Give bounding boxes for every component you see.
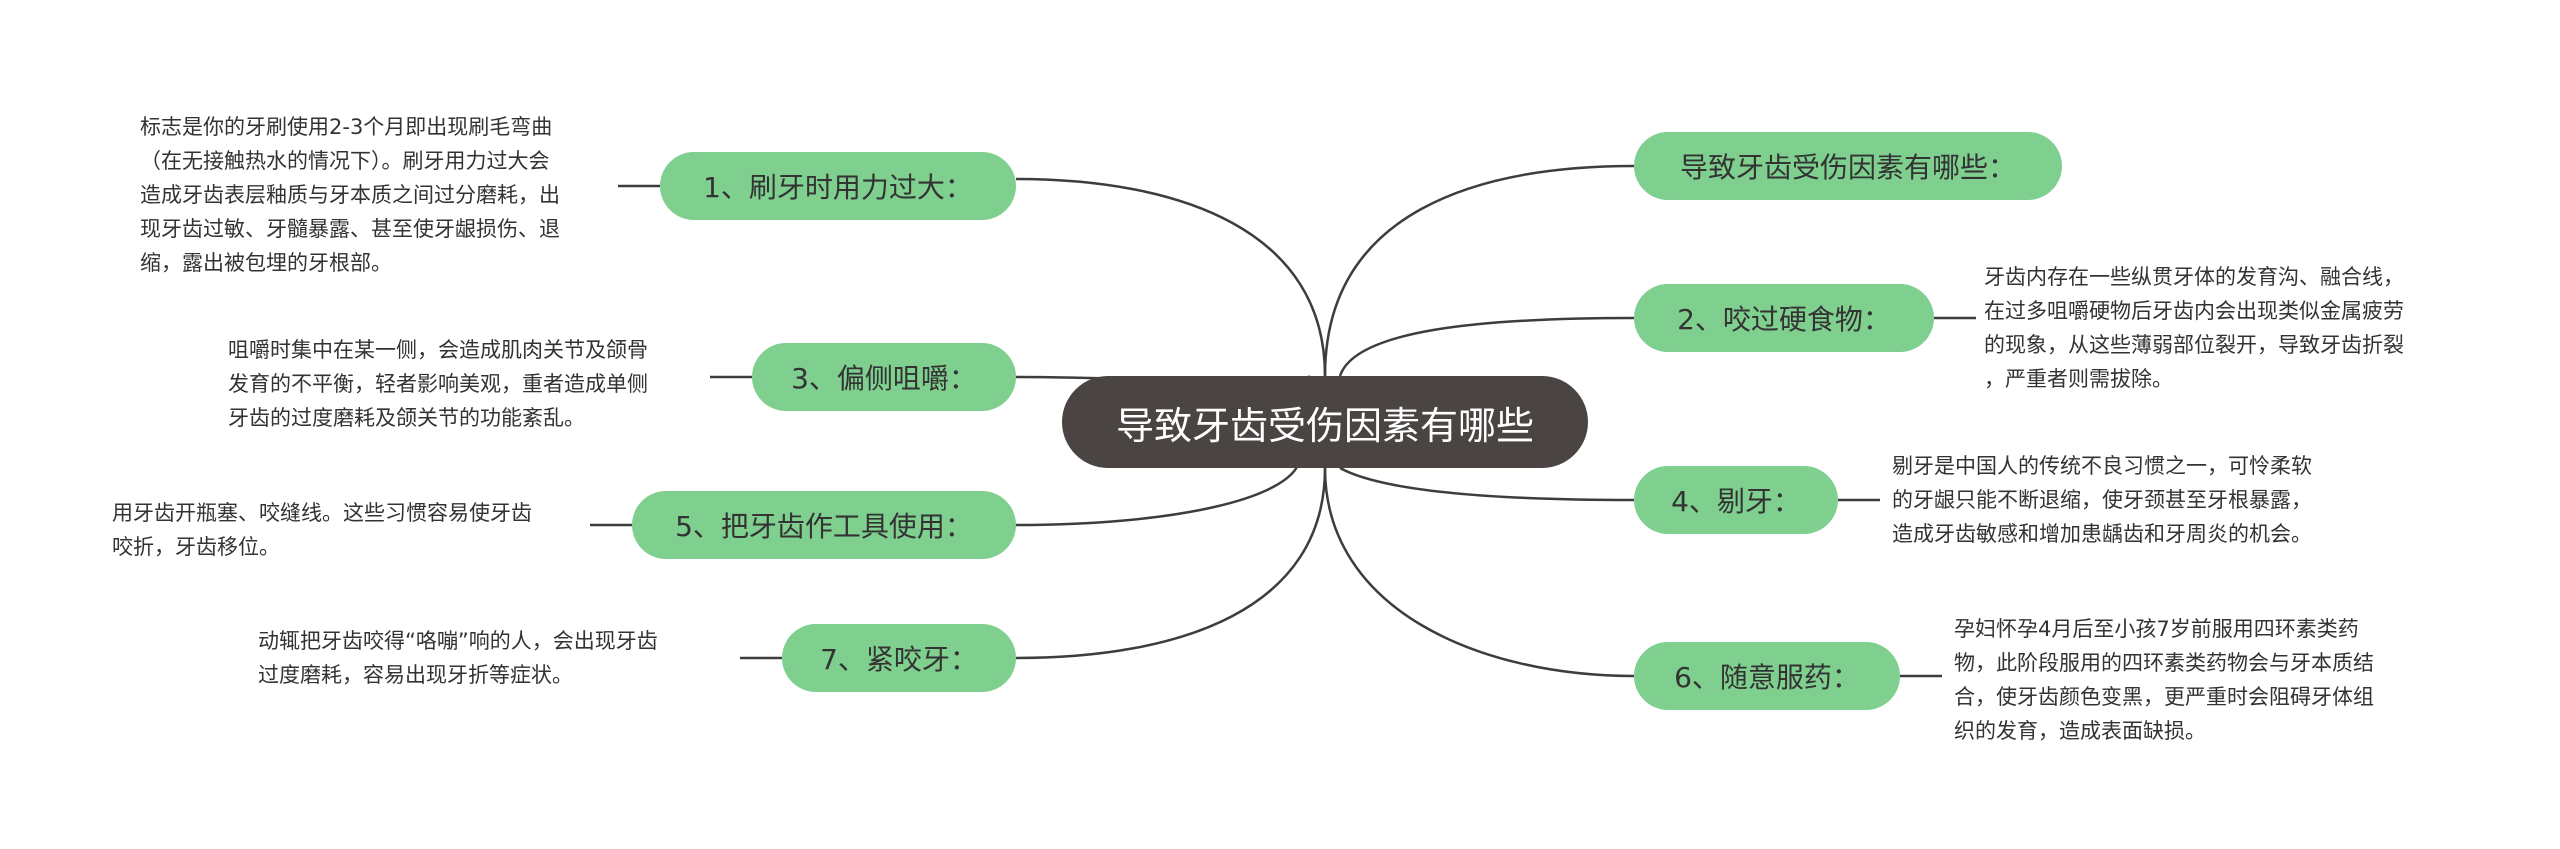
connector-right-2 xyxy=(1339,466,1635,502)
connector-right-0 xyxy=(1323,164,1635,377)
branch-toothpick[interactable]: 4、剔牙： xyxy=(1634,466,1838,534)
branch-factors-heading[interactable]: 导致牙齿受伤因素有哪些： xyxy=(1634,132,2062,200)
branch-hard-food[interactable]: 2、咬过硬食物： xyxy=(1634,284,1934,352)
connector-right-1 xyxy=(1338,316,1635,377)
connector-left-2 xyxy=(1015,459,1302,527)
note-one-side-chewing: 咀嚼时集中在某一侧，会造成肌肉关节及颌骨 发育的不平衡，轻者影响美观，重者造成单… xyxy=(228,338,648,430)
note-hard-food: 牙齿内存在一些纵贯牙体的发育沟、融合线， 在过多咀嚼硬物后牙齿内会出现类似金属疲… xyxy=(1984,265,2404,391)
note-clenching: 动辄把牙齿咬得“咯嘣”响的人，会出现牙齿 过度磨耗，容易出现牙折等症状。 xyxy=(258,629,658,687)
connector-right-3 xyxy=(1323,467,1635,678)
note-teeth-as-tools: 用牙齿开瓶塞、咬缝线。这些习惯容易使牙齿 咬折，牙齿移位。 xyxy=(112,501,532,559)
connector-left-0 xyxy=(1015,177,1327,377)
branch-one-side-chewing[interactable]: 3、偏侧咀嚼： xyxy=(752,343,1016,411)
central-topic[interactable]: 导致牙齿受伤因素有哪些 xyxy=(1062,376,1588,468)
note-medication: 孕妇怀孕4月后至小孩7岁前服用四环素类药 物，此阶段服用的四环素类药物会与牙本质… xyxy=(1954,617,2374,743)
branch-medication[interactable]: 6、随意服药： xyxy=(1634,642,1900,710)
branch-teeth-as-tools[interactable]: 5、把牙齿作工具使用： xyxy=(632,491,1016,559)
branch-clenching[interactable]: 7、紧咬牙： xyxy=(782,624,1016,692)
connector-left-3 xyxy=(1015,467,1327,660)
note-toothpick: 剔牙是中国人的传统不良习惯之一，可怜柔软 的牙龈只能不断退缩，使牙颈甚至牙根暴露… xyxy=(1892,454,2312,546)
branch-brushing-force[interactable]: 1、刷牙时用力过大： xyxy=(660,152,1016,220)
note-brushing-force: 标志是你的牙刷使用2-3个月即出现刷毛弯曲 （在无接触热水的情况下）。刷牙用力过… xyxy=(140,115,560,275)
